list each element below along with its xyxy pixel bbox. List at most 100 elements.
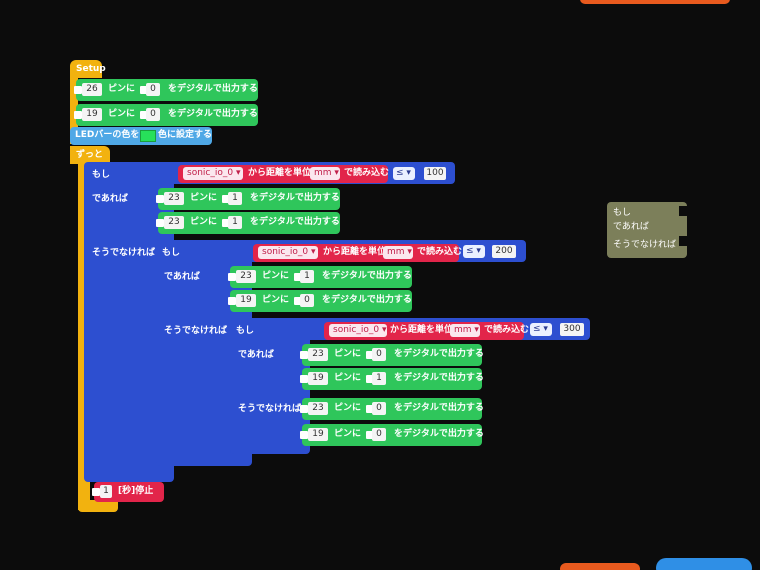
read-label: で読み込む — [484, 325, 530, 335]
if1-threshold-field[interactable]: 100 — [424, 167, 446, 180]
value-field[interactable]: 0 — [146, 83, 160, 96]
pin-field[interactable]: 23 — [164, 216, 184, 229]
loop-header-label: ずっと — [76, 150, 104, 160]
value-field[interactable]: 1 — [300, 270, 314, 283]
orphan-kw-then: であれば — [613, 222, 649, 232]
unit-dropdown[interactable]: mm ▾ — [383, 246, 413, 259]
pin-field[interactable]: 26 — [82, 83, 102, 96]
if-block-3[interactable] — [230, 318, 310, 454]
output-label: をデジタルで出力する — [168, 109, 258, 119]
value-field[interactable]: 0 — [372, 402, 386, 415]
if1-then-out-1[interactable]: 23 ピンに 1 をデジタルで出力する — [156, 188, 340, 210]
pin-field[interactable]: 23 — [236, 270, 256, 283]
value-field[interactable]: 0 — [372, 428, 386, 441]
value-field[interactable]: 1 — [228, 192, 242, 205]
loop-header[interactable]: ずっと — [70, 146, 110, 164]
led-color-swatch[interactable] — [140, 130, 156, 142]
output-label: をデジタルで出力する — [168, 84, 258, 94]
output-label: をデジタルで出力する — [394, 403, 484, 413]
pin-field[interactable]: 23 — [164, 192, 184, 205]
setup-digital-out-2[interactable]: 19 ピンに 0 をデジタルで出力する — [74, 104, 258, 126]
pin-field[interactable]: 23 — [308, 402, 328, 415]
output-label: をデジタルで出力する — [322, 295, 412, 305]
value-field[interactable]: 0 — [372, 348, 386, 361]
if3-then-out-1[interactable]: 23 ピンに 0 をデジタルで出力する — [300, 344, 484, 366]
if1-kw-else: そうでなければ — [92, 248, 156, 258]
sensor-dropdown[interactable]: sonic_io_0 ▾ — [258, 246, 318, 259]
wait-seconds-field[interactable]: 1 — [100, 485, 112, 498]
wait-seconds-block[interactable]: 1 [秒]停止 — [92, 482, 164, 502]
output-label: をデジタルで出力する — [322, 271, 412, 281]
read-label: で読み込む — [344, 168, 390, 178]
pin-field[interactable]: 19 — [236, 294, 256, 307]
if2-kw-else: そうでなければ — [164, 326, 228, 336]
orphan-notch-1 — [679, 206, 689, 216]
bottom-right-button[interactable] — [656, 558, 752, 570]
pin-label: ピンに — [108, 109, 136, 119]
pin-field[interactable]: 19 — [308, 372, 328, 385]
if1-kw-if: もし — [92, 170, 111, 180]
if3-else-out-2[interactable]: 19 ピンに 0 をデジタルで出力する — [300, 424, 484, 446]
from-label: から距離を単位 — [390, 325, 454, 335]
if2-then-out-1[interactable]: 23 ピンに 1 をデジタルで出力する — [228, 266, 412, 288]
unit-dropdown[interactable]: mm ▾ — [450, 324, 480, 337]
if1-then-out-2[interactable]: 23 ピンに 1 をデジタルで出力する — [156, 212, 340, 234]
if2-threshold-field[interactable]: 200 — [492, 245, 516, 258]
pin-field[interactable]: 19 — [308, 428, 328, 441]
value-field[interactable]: 1 — [372, 372, 386, 385]
from-label: から距離を単位 — [248, 168, 312, 178]
orphan-if-else-block[interactable]: もし であれば そうでなければ — [607, 202, 689, 258]
led-bar-color-block[interactable]: LEDバーの色を 色に設定する — [70, 127, 212, 145]
setup-header-label: Setup — [76, 64, 106, 74]
pin-label: ピンに — [190, 217, 218, 227]
led-label-post: 色に設定する — [158, 130, 213, 140]
if1-kw-then: であれば — [92, 194, 128, 204]
output-label: をデジタルで出力する — [250, 193, 340, 203]
setup-digital-out-1[interactable]: 26 ピンに 0 をデジタルで出力する — [74, 79, 258, 101]
pin-label: ピンに — [334, 373, 362, 383]
pin-label: ピンに — [108, 84, 136, 94]
wait-label: [秒]停止 — [118, 486, 154, 496]
pin-field[interactable]: 23 — [308, 348, 328, 361]
if3-else-out-1[interactable]: 23 ピンに 0 をデジタルで出力する — [300, 398, 484, 420]
output-label: をデジタルで出力する — [394, 349, 484, 359]
read-label: で読み込む — [417, 247, 463, 257]
pin-field[interactable]: 19 — [82, 108, 102, 121]
if2-kw-if: もし — [162, 248, 181, 258]
if3-distance-read[interactable]: sonic_io_0 ▾ から距離を単位 mm ▾ で読み込む — [324, 322, 529, 340]
sensor-dropdown[interactable]: sonic_io_0 ▾ — [329, 324, 387, 337]
pin-label: ピンに — [262, 271, 290, 281]
pin-label: ピンに — [334, 349, 362, 359]
output-label: をデジタルで出力する — [394, 373, 484, 383]
pin-label: ピンに — [262, 295, 290, 305]
led-label-pre: LEDバーの色を — [75, 130, 140, 140]
unit-dropdown[interactable]: mm ▾ — [310, 167, 340, 180]
top-right-bar — [580, 0, 730, 4]
if2-then-out-2[interactable]: 19 ピンに 0 をデジタルで出力する — [228, 290, 412, 312]
if2-operator-dropdown[interactable]: ≤ ▾ — [463, 245, 485, 258]
setup-header[interactable]: Setup — [70, 60, 106, 78]
value-field[interactable]: 1 — [228, 216, 242, 229]
pin-label: ピンに — [190, 193, 218, 203]
orphan-kw-if: もし — [613, 208, 632, 218]
if3-then-out-2[interactable]: 19 ピンに 1 をデジタルで出力する — [300, 368, 484, 390]
pin-label: ピンに — [334, 429, 362, 439]
from-label: から距離を単位 — [323, 247, 387, 257]
if1-operator-dropdown[interactable]: ≤ ▾ — [393, 167, 415, 180]
pin-label: ピンに — [334, 403, 362, 413]
if3-threshold-field[interactable]: 300 — [560, 323, 584, 336]
sensor-dropdown[interactable]: sonic_io_0 ▾ — [183, 167, 243, 180]
output-label: をデジタルで出力する — [250, 217, 340, 227]
if3-kw-then: であれば — [238, 350, 274, 360]
if3-kw-else: そうでなければ — [238, 404, 302, 414]
value-field[interactable]: 0 — [300, 294, 314, 307]
if2-distance-read[interactable]: sonic_io_0 ▾ から距離を単位 mm ▾ で読み込む — [253, 244, 463, 262]
orphan-kw-else: そうでなければ — [613, 240, 677, 250]
bottom-toolbar-bar — [560, 563, 640, 570]
if3-operator-dropdown[interactable]: ≤ ▾ — [530, 323, 552, 336]
orphan-notch-2 — [679, 236, 689, 246]
value-field[interactable]: 0 — [146, 108, 160, 121]
if1-distance-read[interactable]: sonic_io_0 ▾ から距離を単位 mm ▾ で読み込む — [178, 165, 390, 183]
if3-kw-if: もし — [236, 326, 255, 336]
